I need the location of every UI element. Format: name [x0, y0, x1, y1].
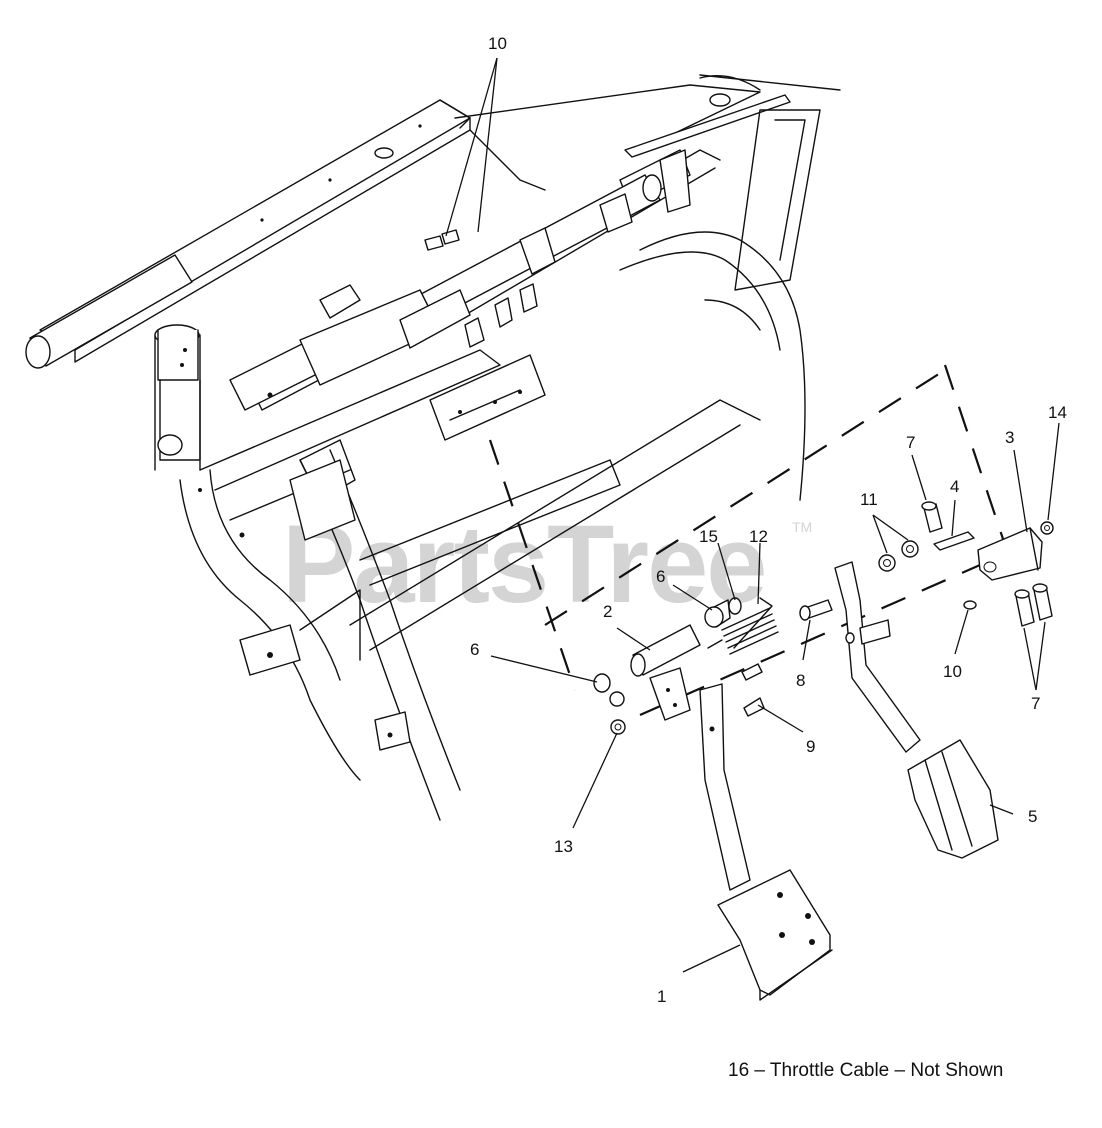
bolt-part-7 — [921, 501, 1053, 627]
assembly-centerlines — [488, 364, 1012, 717]
callout-14: 14 — [1048, 403, 1067, 422]
callout-6-left: 6 — [470, 640, 479, 659]
watermark-text: PartsTree — [282, 503, 765, 626]
callout-7-bottom: 7 — [1031, 694, 1040, 713]
callout-6-right: 6 — [656, 567, 665, 586]
leader-lines — [445, 57, 1060, 973]
callout-11: 11 — [860, 490, 878, 509]
callout-1: 1 — [657, 987, 666, 1006]
nut-part-14 — [1040, 521, 1054, 535]
callout-3: 3 — [1005, 428, 1014, 447]
bolt-part-9 — [741, 663, 765, 717]
throttle-pedal-part-5 — [834, 561, 999, 859]
not-shown-note: 16 – Throttle Cable – Not Shown — [728, 1060, 1004, 1081]
key-part-4 — [933, 531, 975, 551]
brake-pedal-part-1 — [699, 683, 833, 1001]
tractor-frame — [25, 74, 841, 821]
callout-12: 12 — [749, 527, 768, 546]
callout-7-top: 7 — [906, 433, 915, 452]
callout-2: 2 — [603, 602, 612, 621]
callout-labels: 10 1 2 3 4 5 6 6 7 7 8 9 10 11 12 13 14 … — [470, 34, 1067, 1006]
callout-5: 5 — [1028, 807, 1037, 826]
callout-10-top: 10 — [488, 34, 507, 53]
washer-part-11 — [878, 540, 919, 572]
callout-4: 4 — [950, 477, 959, 496]
bracket-part-3 — [977, 527, 1043, 581]
callout-9: 9 — [806, 737, 815, 756]
callout-15: 15 — [699, 527, 718, 546]
callout-10-bottom: 10 — [943, 662, 962, 681]
nut-part-13 — [609, 691, 626, 735]
pivot-tube-part-2 — [630, 624, 701, 721]
callout-13: 13 — [554, 837, 573, 856]
watermark-tm: TM — [792, 519, 812, 535]
callout-8: 8 — [796, 671, 805, 690]
pin-part-8 — [799, 599, 833, 621]
plug-part-10 — [963, 600, 977, 610]
spring-part-12 — [707, 597, 779, 655]
